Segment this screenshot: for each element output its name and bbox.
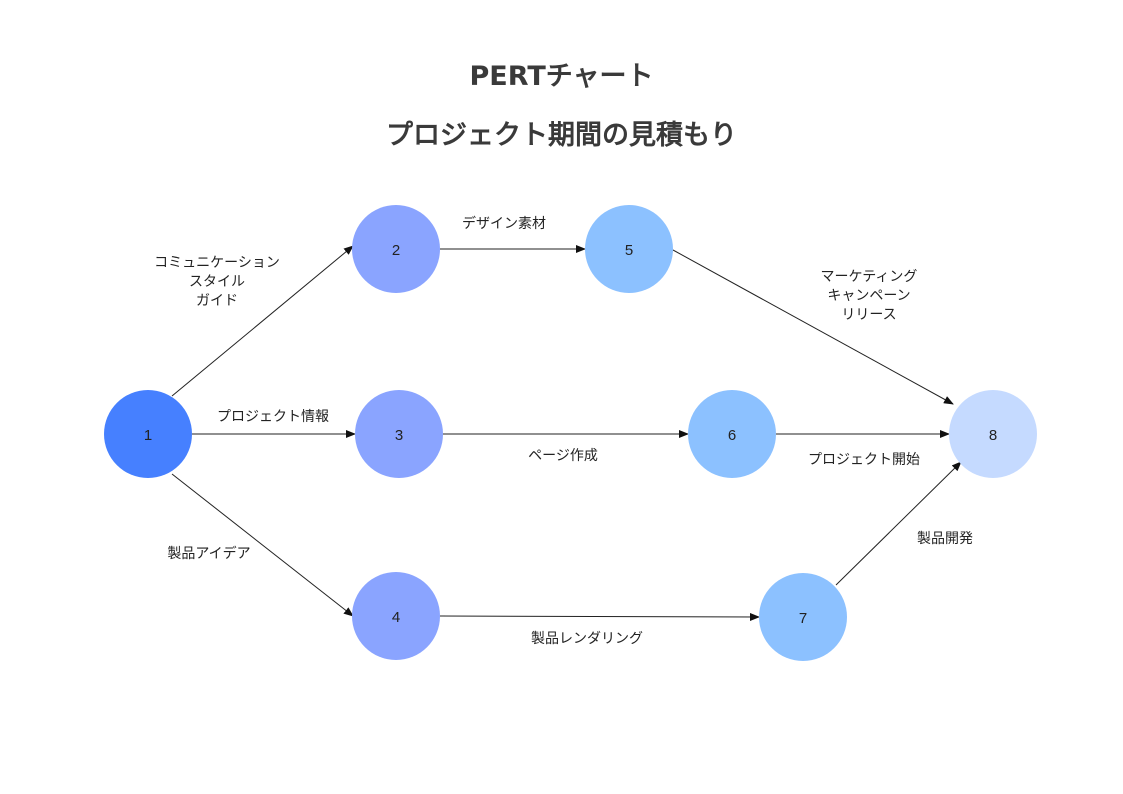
edge-1-2	[171, 245, 354, 397]
node-number: 4	[392, 609, 400, 626]
node-circle	[688, 390, 776, 478]
edge-label-1-3: プロジェクト情報	[217, 409, 329, 425]
node-number: 6	[728, 427, 736, 444]
node-circle	[352, 205, 440, 293]
edge-1-4	[171, 473, 354, 617]
node-circle	[355, 390, 443, 478]
node-number: 1	[144, 427, 152, 444]
node-3: 3	[355, 390, 443, 478]
edge-5-8	[672, 249, 954, 405]
node-circle	[759, 573, 847, 661]
edge-label-6-8: プロジェクト開始	[808, 452, 920, 468]
node-circle	[104, 390, 192, 478]
edge-label-7-8: 製品開発	[917, 531, 973, 547]
edge-label-1-2: コミュニケーション スタイル ガイド	[154, 255, 280, 309]
node-circle	[949, 390, 1037, 478]
node-number: 5	[625, 242, 633, 259]
node-1: 1	[104, 390, 192, 478]
edge-label-2-5: デザイン素材	[462, 216, 546, 232]
chart-subtitle: プロジェクト期間の見積もり	[386, 120, 737, 151]
node-4: 4	[352, 572, 440, 660]
node-number: 2	[392, 242, 400, 259]
node-circle	[352, 572, 440, 660]
node-2: 2	[352, 205, 440, 293]
edge-label-1-4: 製品アイデア	[167, 546, 251, 562]
edge-label-3-6: ページ作成	[528, 448, 598, 464]
node-circle	[585, 205, 673, 293]
node-6: 6	[688, 390, 776, 478]
node-8: 8	[949, 390, 1037, 478]
edge-label-4-7: 製品レンダリング	[531, 631, 643, 647]
node-number: 3	[395, 427, 403, 444]
node-7: 7	[759, 573, 847, 661]
chart-title: PERTチャート	[469, 61, 654, 92]
edge-7-8	[835, 461, 962, 586]
node-number: 7	[799, 610, 807, 627]
edge-label-5-8: マーケティング キャンペーン リリース	[820, 269, 918, 323]
edge-4-7	[439, 612, 760, 621]
node-number: 8	[989, 427, 997, 444]
node-5: 5	[585, 205, 673, 293]
